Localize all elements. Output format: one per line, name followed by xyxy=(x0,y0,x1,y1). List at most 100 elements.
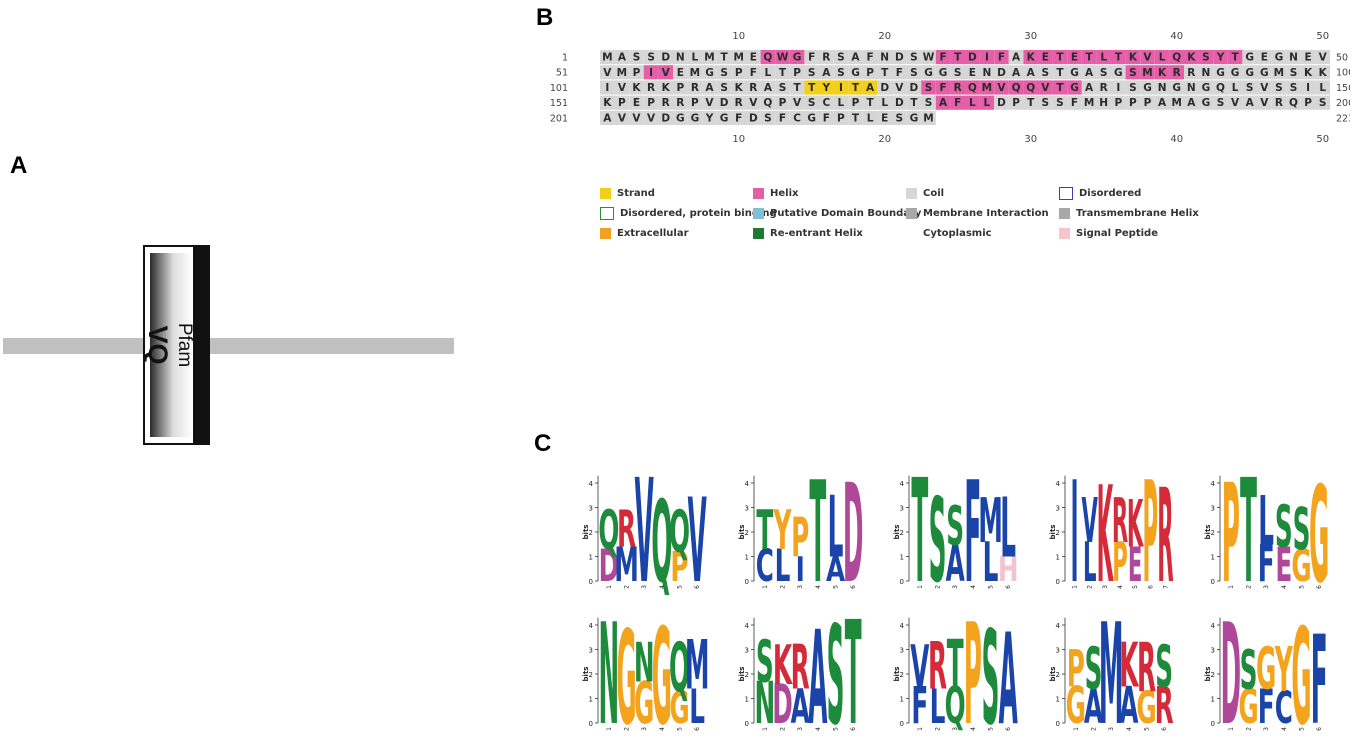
residue-cell-coil xyxy=(1198,95,1214,110)
residue-cell-coil xyxy=(1184,80,1199,95)
residue-cell-coil xyxy=(600,110,615,125)
logo-position-label: 6 xyxy=(1005,727,1012,731)
residue-letter: P xyxy=(779,97,787,109)
logo-position-label: 6 xyxy=(1147,585,1154,589)
residue-letter: T xyxy=(794,82,802,94)
residue-cell-coil xyxy=(1038,65,1053,80)
residue-cell-coil xyxy=(789,65,805,80)
residue-letter: V xyxy=(1260,82,1269,94)
legend-swatch xyxy=(753,207,764,219)
residue-cell-coil xyxy=(1038,95,1053,110)
residue-cell-coil xyxy=(994,65,1009,80)
residue-cell-coil xyxy=(1023,65,1038,80)
residue-letter: S xyxy=(910,67,918,79)
residue-letter: M xyxy=(923,112,933,124)
residue-letter: D xyxy=(880,82,889,94)
residue-letter: T xyxy=(867,97,875,109)
residue-letter: L xyxy=(765,67,772,79)
logo-position-label: 5 xyxy=(677,727,684,731)
logo-position-label: 5 xyxy=(832,585,839,589)
residue-cell-coil xyxy=(1140,95,1155,110)
residue-letter: C xyxy=(822,97,830,109)
residue-cell-coil xyxy=(1052,95,1068,110)
logo-letter: G xyxy=(1291,542,1311,593)
residue-letter: W xyxy=(777,52,789,64)
legend-label: Membrane Interaction xyxy=(923,207,1049,219)
residue-cell-helix xyxy=(1169,50,1184,65)
residue-letter: T xyxy=(910,97,918,109)
logo-letter: T xyxy=(809,470,826,595)
residue-cell-coil xyxy=(629,110,644,125)
logo-y-tick-label: 2 xyxy=(589,671,593,679)
sequence-line-start: 101 xyxy=(550,83,568,94)
residue-cell-helix xyxy=(1169,65,1184,80)
logo-position-label: 3 xyxy=(1263,585,1270,589)
residue-letter: P xyxy=(852,97,860,109)
residue-letter: G xyxy=(676,112,685,124)
residue-cell-coil xyxy=(731,95,746,110)
residue-cell-coil xyxy=(746,65,761,80)
residue-cell-coil xyxy=(614,50,630,65)
residue-cell-helix xyxy=(1081,50,1097,65)
logo-y-tick-label: 2 xyxy=(1211,529,1215,537)
logo-letter: A xyxy=(808,612,827,737)
residue-cell-coil xyxy=(775,65,790,80)
residue-cell-helix xyxy=(775,50,790,65)
residue-letter: K xyxy=(1129,52,1138,64)
residue-cell-coil xyxy=(629,95,644,110)
residue-cell-coil xyxy=(775,95,790,110)
residue-cell-coil xyxy=(600,80,615,95)
residue-cell-coil xyxy=(921,50,936,65)
residue-cell-coil xyxy=(1008,65,1024,80)
logo-letter: V xyxy=(910,634,929,700)
logo-y-tick-label: 4 xyxy=(900,480,905,488)
residue-letter: V xyxy=(618,82,627,94)
legend-label: Strand xyxy=(617,187,655,199)
logo-y-tick-label: 0 xyxy=(1211,720,1215,728)
logo-letter: L xyxy=(1258,482,1274,562)
logo-position-label: 2 xyxy=(624,727,631,731)
residue-cell-coil xyxy=(877,65,892,80)
residue-letter: A xyxy=(1012,67,1021,79)
logo-y-tick-label: 4 xyxy=(744,480,749,488)
residue-cell-strand xyxy=(804,80,819,95)
residue-cell-coil xyxy=(673,65,688,80)
logo-letter: G xyxy=(1065,677,1085,736)
residue-cell-helix xyxy=(1096,50,1111,65)
residue-cell-coil xyxy=(658,80,673,95)
residue-cell-coil xyxy=(1300,95,1316,110)
logo-letter: Q xyxy=(669,629,690,709)
logo-y-axis-label: bits xyxy=(582,667,590,682)
residue-cell-coil xyxy=(1286,80,1301,95)
residue-cell-coil xyxy=(1081,95,1097,110)
sequence-line-start: 51 xyxy=(556,68,568,79)
logo-letter: M xyxy=(1098,612,1123,737)
logo-letter: P xyxy=(670,544,688,591)
residue-cell-coil xyxy=(1271,80,1287,95)
residue-letter: G xyxy=(1172,82,1181,94)
logo-letter: V xyxy=(1081,484,1098,556)
residue-cell-helix xyxy=(1067,80,1082,95)
logo-position-label: 1 xyxy=(761,585,768,589)
residue-cell-coil xyxy=(921,110,936,125)
residue-letter: A xyxy=(1246,97,1255,109)
logo-letter: G xyxy=(1309,470,1329,595)
residue-cell-coil xyxy=(819,50,834,65)
residue-letter: T xyxy=(1115,52,1123,64)
residue-letter: F xyxy=(896,67,903,79)
residue-cell-helix xyxy=(994,80,1009,95)
residue-letter: V xyxy=(1041,82,1050,94)
residue-cell-coil xyxy=(1242,80,1257,95)
residue-cell-coil xyxy=(789,80,805,95)
logo-y-tick-label: 4 xyxy=(1211,480,1216,488)
residue-letter: P xyxy=(633,67,641,79)
residue-letter: M xyxy=(690,67,700,79)
residue-letter: A xyxy=(1158,97,1167,109)
residue-cell-coil xyxy=(614,65,630,80)
residue-letter: R xyxy=(954,82,962,94)
residue-letter: Y xyxy=(1216,52,1225,64)
logo-position-label: 6 xyxy=(1316,585,1323,589)
residue-cell-coil xyxy=(1242,50,1257,65)
